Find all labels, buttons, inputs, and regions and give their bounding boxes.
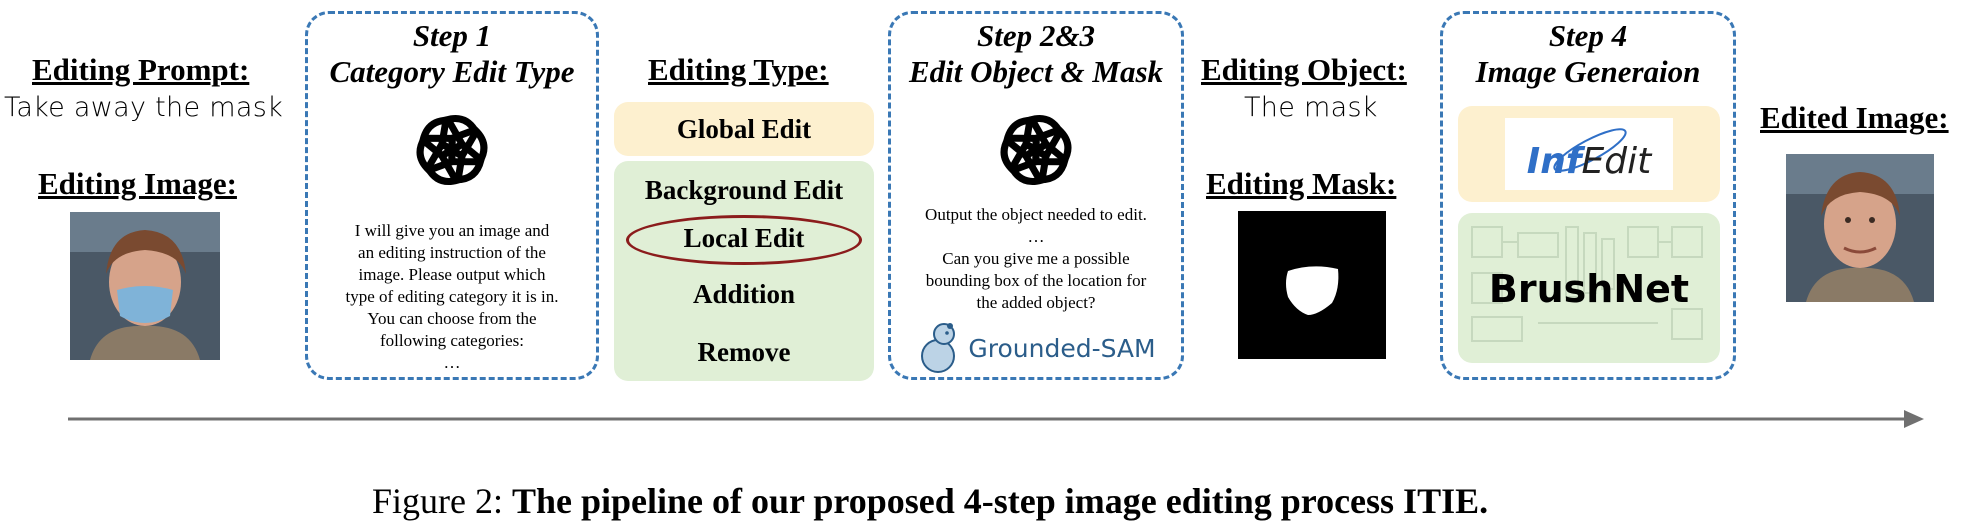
step1-title: Step 1 Category Edit Type (308, 18, 596, 90)
editing-prompt-text: Take away the mask (4, 92, 284, 123)
step4-title-line2: Image Generaion (1475, 54, 1701, 89)
brushnet-architecture-graphic (1471, 226, 1703, 342)
step1-box: Step 1 Category Edit Type I will give yo… (305, 11, 599, 380)
step23-prompt-line: … (1027, 227, 1045, 246)
step23-prompt-line: Output the object needed to edit. (925, 205, 1147, 224)
infedit-label-part2: Edit (1581, 140, 1652, 182)
bear-icon (921, 323, 956, 373)
remove-label: Remove (697, 337, 791, 367)
step1-prompt-line: … (443, 353, 461, 372)
step23-prompt-line: bounding box of the location for (925, 271, 1147, 290)
mask-shape (1286, 266, 1339, 315)
local-edit-group: Background Edit Local Edit Addition Remo… (614, 161, 874, 381)
step4-title-line1: Step 4 (1548, 18, 1628, 53)
editing-type-header: Editing Type: (648, 52, 829, 87)
local-edit-highlight-ellipse (626, 215, 862, 265)
global-edit-label: Global Edit (676, 113, 812, 144)
step1-prompt: I will give you an image and an editing … (308, 220, 596, 374)
step1-prompt-line: following categories: (380, 331, 524, 350)
figure-caption: Figure 2: The pipeline of our proposed 4… (372, 480, 1488, 522)
step1-prompt-line: an editing instruction of the (358, 243, 546, 262)
local-edit-label: Local Edit (683, 223, 805, 253)
orbit-icon (1553, 128, 1627, 172)
addition-label: Addition (692, 279, 796, 309)
editing-object-header: Editing Object: (1201, 52, 1407, 87)
background-edit-label: Background Edit (644, 175, 844, 205)
step23-title: Step 2&3 Edit Object & Mask (891, 18, 1181, 90)
step1-openai-icon-wrap (308, 108, 596, 192)
edited-image (1786, 154, 1934, 302)
step1-title-line2: Category Edit Type (329, 54, 575, 89)
step1-title-line1: Step 1 (412, 18, 492, 53)
step23-prompt-line: the added object? (976, 293, 1096, 312)
caption-bold-text: The pipeline of our proposed 4-step imag… (512, 481, 1489, 521)
caption-prefix: Figure 2: (372, 481, 512, 521)
step23-openai-icon-wrap (891, 108, 1181, 192)
step23-prompt-line: Can you give me a possible (942, 249, 1130, 268)
step23-box: Step 2&3 Edit Object & Mask Output the o… (888, 11, 1184, 380)
edited-image-graphic (1786, 154, 1934, 302)
step23-prompt: Output the object needed to edit. … Can … (891, 204, 1181, 314)
step23-title-line2: Edit Object & Mask (908, 54, 1164, 89)
editing-mask-image (1238, 211, 1386, 359)
editing-image-graphic (70, 212, 220, 360)
editing-prompt-header: Editing Prompt: (32, 52, 250, 87)
step23-title-line1: Step 2&3 (977, 18, 1095, 53)
editing-image (70, 212, 220, 360)
infedit-label-part1: Inf (1526, 140, 1582, 182)
brushnet-panel: BrushNet (1458, 213, 1720, 363)
openai-icon (1000, 115, 1072, 185)
step1-prompt-line: type of editing category it is in. (345, 287, 559, 306)
grounded-sam-logo: Grounded-SAM (891, 322, 1181, 374)
pipeline-arrow (68, 410, 1924, 428)
step1-prompt-line: You can choose from the (367, 309, 537, 328)
editing-mask-header: Editing Mask: (1206, 166, 1397, 201)
step1-prompt-line: I will give you an image and (354, 221, 550, 240)
global-edit-pill: Global Edit (614, 102, 874, 156)
step4-title: Step 4 Image Generaion (1443, 18, 1733, 90)
editing-object-text: The mask (1244, 92, 1378, 123)
brushnet-label: BrushNet (1488, 267, 1690, 311)
edited-image-header: Edited Image: (1760, 100, 1949, 135)
openai-icon (416, 115, 488, 185)
editing-image-header: Editing Image: (38, 166, 237, 201)
grounded-sam-label: Grounded-SAM (968, 333, 1156, 363)
step1-prompt-line: image. Please output which (358, 265, 546, 284)
